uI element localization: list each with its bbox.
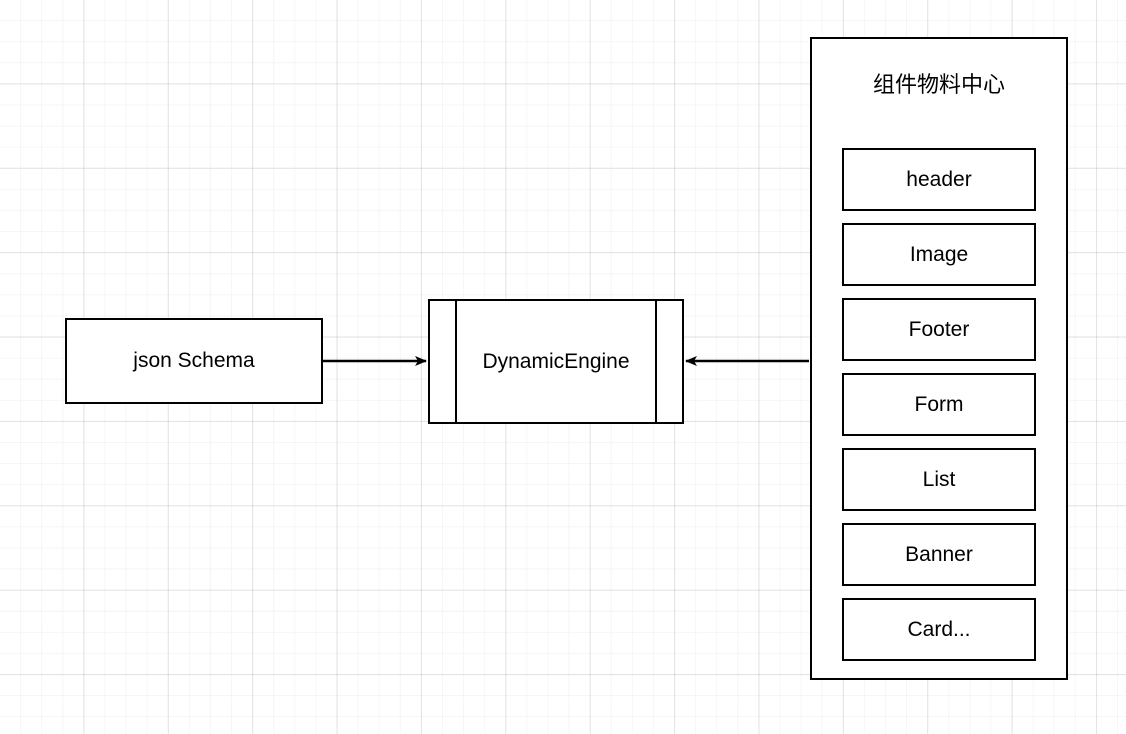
component-item-label: List xyxy=(922,467,956,491)
component-item-label: Footer xyxy=(908,317,970,341)
material-center-title: 组件物料中心 xyxy=(872,72,1005,97)
component-item-banner[interactable]: Banner xyxy=(842,523,1036,586)
component-item-label: Image xyxy=(909,242,969,266)
component-item-label: header xyxy=(906,167,972,191)
component-list: header Image Footer Form List Banner Car… xyxy=(842,148,1036,661)
component-item-card[interactable]: Card... xyxy=(842,598,1036,661)
component-item-label: Banner xyxy=(905,542,973,566)
node-material-center[interactable]: 组件物料中心 header Image Footer Form List Ban… xyxy=(810,37,1068,680)
node-json-schema-label: json Schema xyxy=(133,349,255,373)
component-item-label: Form xyxy=(914,392,964,416)
node-dynamic-engine-label: DynamicEngine xyxy=(482,349,630,373)
component-item-image[interactable]: Image xyxy=(842,223,1036,286)
component-item-header[interactable]: header xyxy=(842,148,1036,211)
process-rule-right xyxy=(655,299,657,424)
component-item-list[interactable]: List xyxy=(842,448,1036,511)
node-json-schema[interactable]: json Schema xyxy=(65,318,323,404)
process-rule-left xyxy=(455,299,457,424)
node-dynamic-engine[interactable]: DynamicEngine xyxy=(428,299,684,424)
component-item-form[interactable]: Form xyxy=(842,373,1036,436)
component-item-label: Card... xyxy=(907,617,971,641)
component-item-footer[interactable]: Footer xyxy=(842,298,1036,361)
